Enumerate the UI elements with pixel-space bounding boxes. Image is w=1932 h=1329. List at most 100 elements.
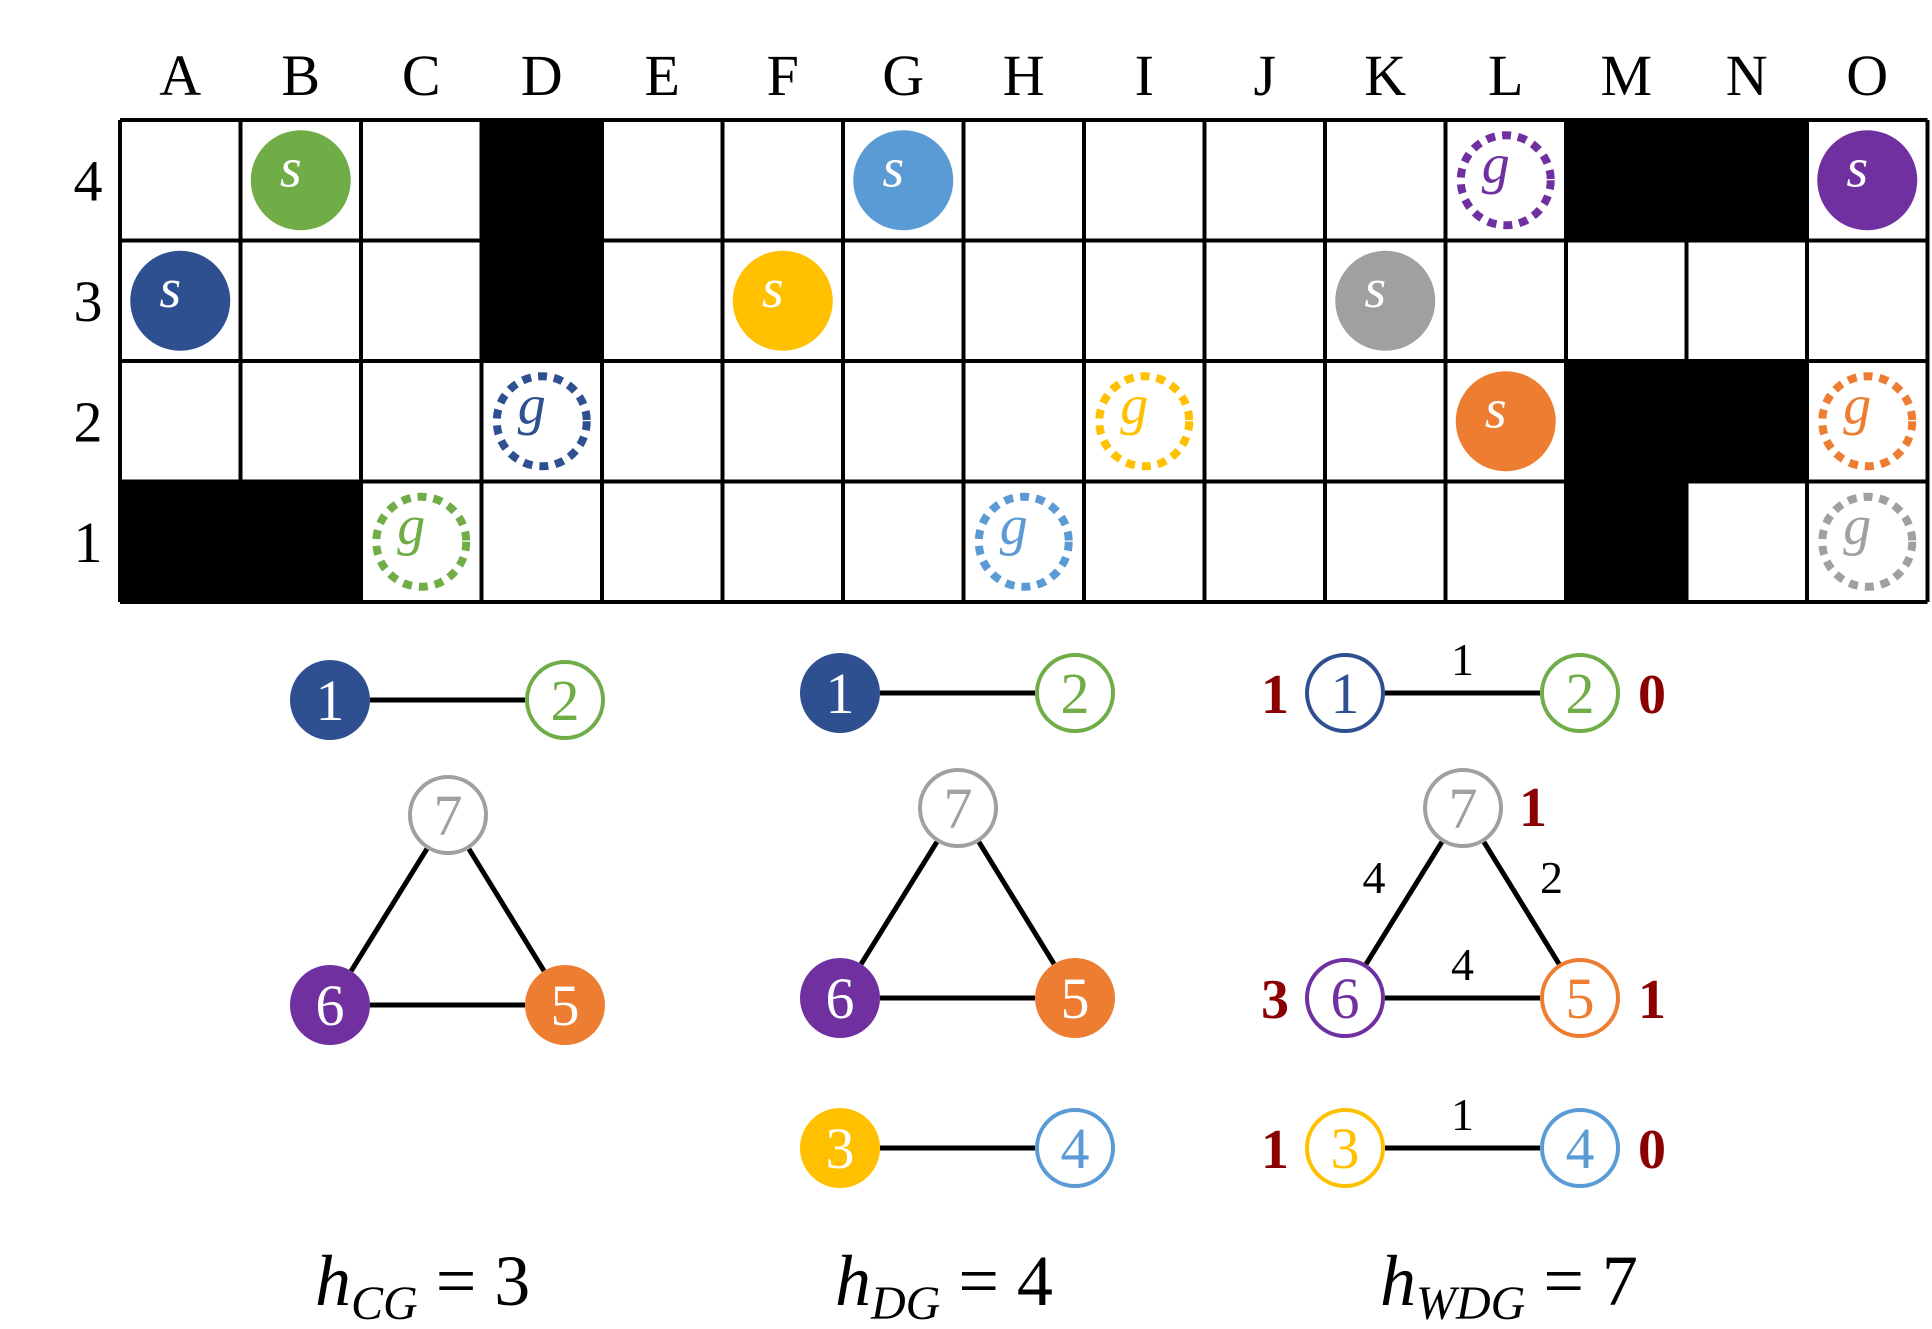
svg-text:s: s	[159, 258, 181, 320]
column-label-o: O	[1846, 43, 1888, 108]
graph-dg: 1 27 6 5 3 4	[800, 653, 1115, 1188]
svg-text:5: 5	[551, 973, 580, 1038]
svg-text:2: 2	[1566, 661, 1595, 726]
obstacle-cell-a1	[120, 481, 241, 602]
graph-node-3: 3	[800, 1108, 880, 1188]
row-label-2: 2	[74, 389, 103, 454]
edge-weight-1-2: 1	[1451, 634, 1474, 685]
graph-node-4: 4	[1540, 1108, 1620, 1188]
start-agent-1: s1	[130, 250, 231, 351]
graph-node-3: 3	[1305, 1108, 1385, 1188]
start-agent-7: s7	[1335, 250, 1436, 351]
node-value-4: 0	[1638, 1119, 1666, 1181]
svg-text:s: s	[1846, 137, 1868, 199]
edge-7-6	[1363, 840, 1445, 966]
svg-text:1: 1	[1331, 661, 1360, 726]
graph-node-6: 6	[1305, 958, 1385, 1038]
column-label-l: L	[1488, 43, 1523, 108]
heuristic-label-wdg: hWDG = 7	[1380, 1241, 1638, 1329]
svg-text:1: 1	[316, 668, 345, 733]
svg-text:s: s	[1485, 378, 1507, 440]
column-label-c: C	[402, 43, 441, 108]
edge-7-5	[466, 847, 547, 973]
svg-text:7: 7	[434, 783, 463, 848]
column-label-k: K	[1364, 43, 1406, 108]
edge-weight-6-5: 4	[1451, 939, 1474, 990]
goal-agent-5: g5	[1818, 372, 1917, 471]
column-label-g: G	[882, 43, 924, 108]
column-label-i: I	[1135, 43, 1154, 108]
graph-node-6: 6	[800, 958, 880, 1038]
column-label-j: J	[1253, 43, 1276, 108]
node-value-3: 1	[1261, 1119, 1289, 1181]
svg-text:g: g	[518, 374, 546, 436]
obstacle-cell-d3	[481, 240, 602, 361]
obstacle-cell-m1	[1566, 481, 1687, 602]
graph-node-4: 4	[1035, 1108, 1115, 1188]
column-label-a: A	[159, 43, 201, 108]
start-agent-5: s5	[1455, 371, 1556, 472]
goal-agent-3: g3	[1095, 372, 1194, 471]
column-label-h: H	[1003, 43, 1045, 108]
svg-text:7: 7	[1449, 776, 1478, 841]
svg-text:4: 4	[1061, 1116, 1090, 1181]
edge-weight-7-5: 2	[1540, 852, 1563, 903]
graph-node-7: 7	[408, 775, 488, 855]
heuristic-label-dg: hDG = 4	[835, 1241, 1053, 1329]
obstacle-cell-m4	[1566, 120, 1687, 241]
column-label-e: E	[645, 43, 680, 108]
heuristic-label-cg: hCG = 3	[315, 1241, 530, 1329]
obstacle-cell-n4	[1686, 120, 1807, 241]
start-agent-2: s2	[250, 130, 351, 231]
svg-text:g: g	[1000, 495, 1028, 557]
start-agent-6: s6	[1817, 130, 1918, 231]
graph-node-5: 5	[1540, 958, 1620, 1038]
node-value-5: 1	[1638, 969, 1666, 1031]
svg-text:3: 3	[1331, 1116, 1360, 1181]
svg-text:g: g	[1482, 133, 1510, 195]
svg-text:6: 6	[1331, 966, 1360, 1031]
svg-text:4: 4	[1566, 1116, 1595, 1181]
obstacle-cell-d4	[481, 120, 602, 241]
edge-weight-7-6: 4	[1363, 852, 1386, 903]
graph-node-1: 1	[290, 660, 370, 740]
start-agent-3: s3	[732, 250, 833, 351]
row-label-3: 3	[74, 269, 103, 334]
graph-node-6: 6	[290, 965, 370, 1045]
column-label-n: N	[1726, 43, 1768, 108]
graph-node-5: 5	[525, 965, 605, 1045]
goal-agent-2: g2	[372, 492, 471, 591]
svg-text:2: 2	[551, 668, 580, 733]
svg-text:s: s	[882, 137, 904, 199]
start-agent-4: s4	[853, 130, 954, 231]
svg-text:s: s	[280, 137, 302, 199]
svg-text:1: 1	[826, 661, 855, 726]
graph-cg: 1 2 7 6 5	[290, 660, 605, 1045]
column-label-b: B	[281, 43, 320, 108]
graph-node-1: 1	[800, 653, 880, 733]
svg-text:g: g	[397, 495, 425, 557]
edge-7-5	[1481, 840, 1562, 966]
svg-text:5: 5	[1061, 966, 1090, 1031]
edge-7-5	[976, 840, 1057, 966]
graph-node-7: 7	[1423, 768, 1503, 848]
svg-text:g: g	[1120, 374, 1148, 436]
graph-node-2: 2	[1540, 653, 1620, 733]
graph-node-7: 7	[918, 768, 998, 848]
goal-agent-7: g7	[1818, 492, 1917, 591]
edge-weight-3-4: 1	[1451, 1089, 1474, 1140]
svg-text:g: g	[1843, 374, 1871, 436]
row-label-1: 1	[74, 510, 103, 575]
edge-7-6	[858, 840, 940, 966]
node-value-7: 1	[1519, 777, 1547, 839]
goal-agent-4: g4	[974, 492, 1073, 591]
svg-text:6: 6	[316, 973, 345, 1038]
obstacle-cell-n2	[1686, 361, 1807, 482]
graph-node-2: 2	[1035, 653, 1115, 733]
obstacle-cell-m2	[1566, 361, 1687, 482]
svg-text:g: g	[1843, 495, 1871, 557]
svg-text:2: 2	[1061, 661, 1090, 726]
